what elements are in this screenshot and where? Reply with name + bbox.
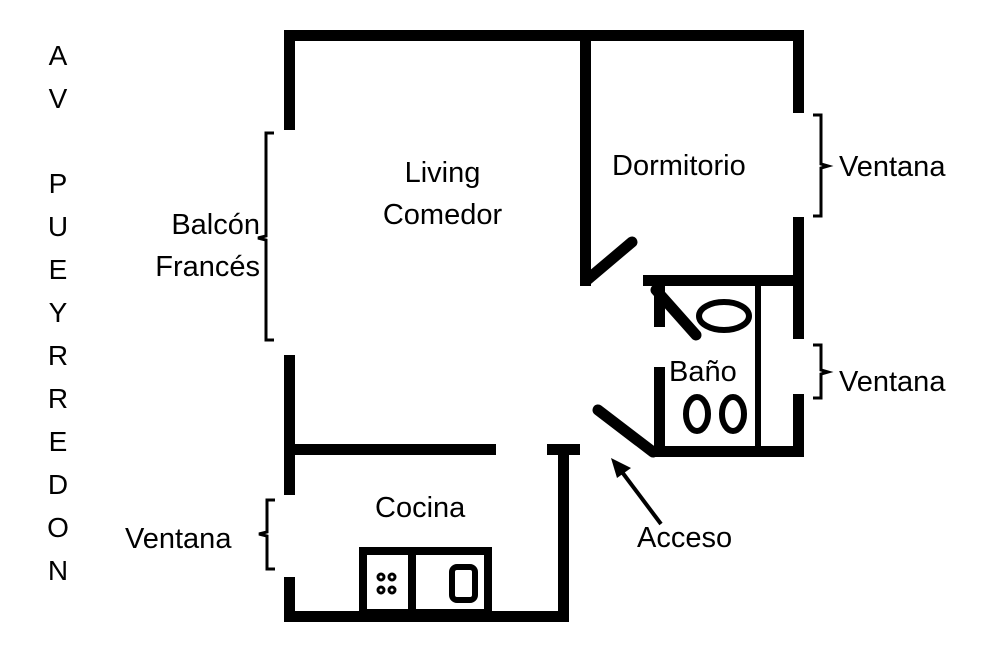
label-dormitorio: Dormitorio: [612, 150, 746, 182]
label-ventana-bano: Ventana: [839, 366, 946, 398]
brace-ventana-cocina: [258, 498, 275, 571]
counter-divider: [408, 551, 416, 613]
kitchen-counter: [359, 547, 492, 617]
doors: [581, 236, 702, 458]
counter-outline: [359, 547, 492, 617]
braces: [257, 113, 834, 571]
street-letter: D: [47, 469, 69, 500]
sink-icon: [696, 299, 752, 333]
street-letter: N: [47, 555, 69, 586]
wall-dormitorio-left: [580, 30, 591, 286]
bidet-icon: [719, 394, 747, 434]
label-bano: Baño: [669, 356, 737, 388]
street-letter: E: [48, 254, 68, 285]
label-ventana-dormitorio: Ventana: [839, 151, 946, 183]
label-cocina: Cocina: [375, 492, 466, 524]
label-balcon-line2: Francés: [155, 251, 260, 284]
label-balcon-line1: Balcón: [171, 209, 260, 241]
door-dormitorio: [581, 236, 638, 286]
acceso-arrow: [611, 458, 663, 526]
label-living-line1: Living: [404, 157, 481, 189]
wall-right-1: [793, 30, 804, 113]
bano-fixtures: [683, 299, 752, 434]
wall-cocina-top-right: [547, 444, 580, 455]
wall-right-3: [793, 394, 804, 457]
street-letter: E: [48, 426, 68, 457]
label-acceso: Acceso: [637, 522, 733, 554]
label-ventana-cocina: Ventana: [125, 523, 232, 555]
wall-left-middle: [284, 355, 295, 495]
bano-partition: [755, 286, 761, 446]
street-letter: U: [47, 211, 69, 242]
door-acceso: [592, 404, 659, 458]
street-letter: R: [47, 383, 69, 414]
label-living-comedor: Living Comedor: [370, 152, 515, 236]
wall-cocina-top-left: [284, 444, 496, 455]
wall-left-lower: [284, 577, 295, 622]
arrow-shaft: [620, 470, 663, 526]
label-living-line2: Comedor: [382, 199, 503, 232]
kitchen-sink-icon: [449, 564, 478, 603]
wall-top: [284, 30, 804, 41]
street-letter: R: [47, 340, 69, 371]
stove-icon: [376, 572, 397, 595]
street-letter: P: [48, 168, 68, 199]
street-letter: V: [48, 83, 68, 114]
toilet-icon: [683, 394, 711, 434]
street-letter: Y: [48, 297, 68, 328]
door-bano: [650, 284, 702, 341]
wall-cocina-right: [558, 444, 569, 622]
brace-ventana-bano: [813, 343, 834, 400]
wall-left-upper: [284, 30, 295, 130]
wall-bano-bottom: [654, 446, 804, 457]
wall-bano-top: [643, 275, 804, 286]
brace-balcon: [257, 131, 274, 342]
label-balcon-frances: Balcón Francés: [140, 204, 260, 288]
street-letter: O: [47, 512, 69, 543]
arrow-head-icon: [611, 458, 631, 478]
wall-bano-left-lower: [654, 367, 665, 457]
street-letter: A: [48, 40, 68, 71]
brace-ventana-dormitorio: [813, 113, 834, 218]
